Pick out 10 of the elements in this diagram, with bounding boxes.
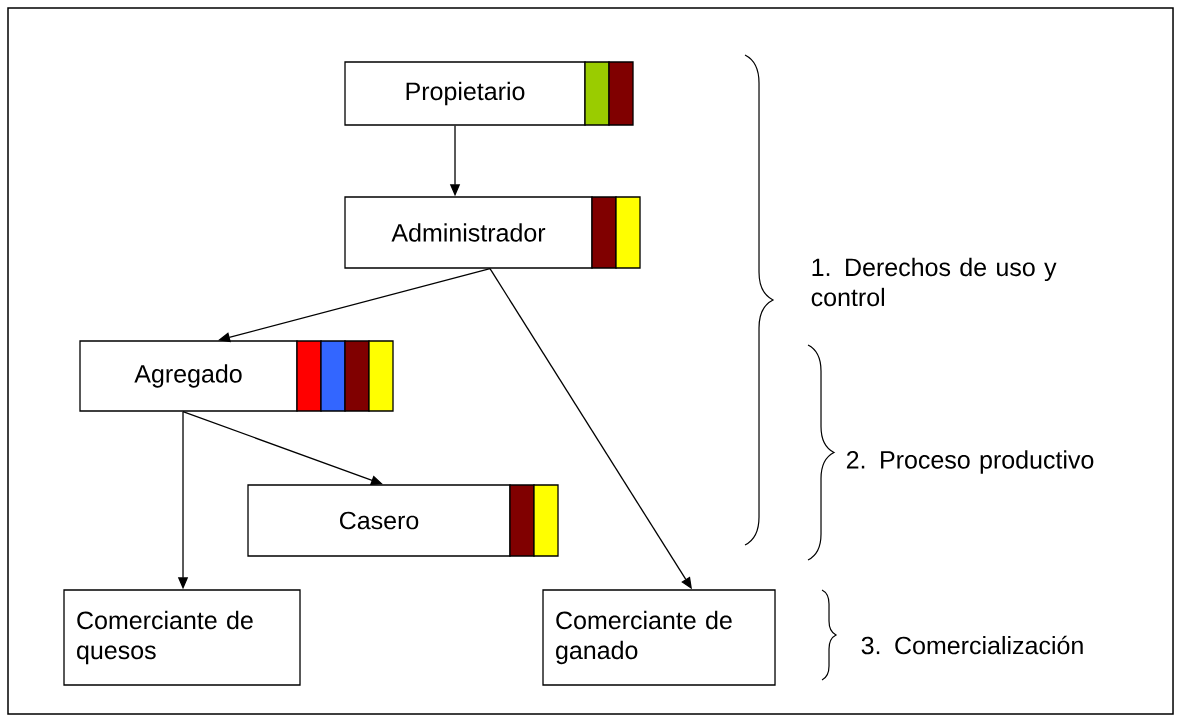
process-box: Casero	[247, 484, 559, 557]
process-box: Comerciante de ganado	[542, 589, 776, 686]
bracket-label: 1. Derechos de uso y control	[811, 257, 1057, 307]
bracket-label: 2. Proceso productivo	[846, 450, 1094, 474]
process-box: Agregado	[79, 340, 394, 412]
process-box: Administrador	[344, 196, 641, 269]
process-box: Comerciante de quesos	[63, 589, 301, 686]
arrow	[182, 411, 383, 486]
process-box: Propietario	[344, 61, 634, 126]
bracket-label: 3. Comercialización	[861, 635, 1083, 655]
